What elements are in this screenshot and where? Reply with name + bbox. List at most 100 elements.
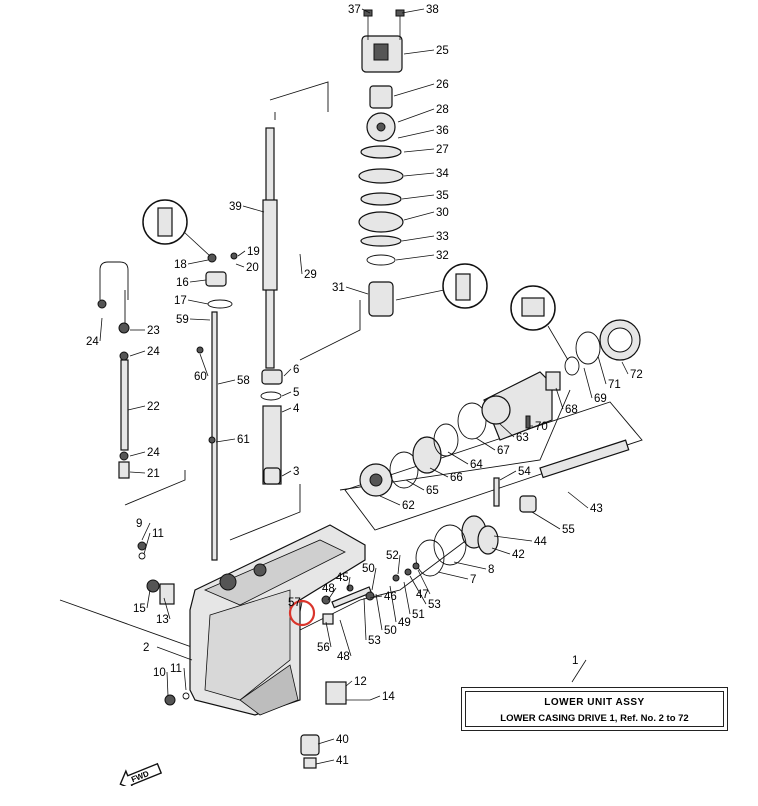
callout-41[interactable]: 41 <box>336 755 349 767</box>
callout-24[interactable]: 24 <box>147 447 160 459</box>
callout-5[interactable]: 5 <box>293 387 299 399</box>
callout-30[interactable]: 30 <box>436 207 449 219</box>
callout-68[interactable]: 68 <box>565 404 578 416</box>
callout-24[interactable]: 24 <box>86 336 99 348</box>
callout-26[interactable]: 26 <box>436 79 449 91</box>
leader-line-14 <box>369 695 381 701</box>
callout-28[interactable]: 28 <box>436 104 449 116</box>
driveshaft-mid <box>262 199 278 291</box>
callout-36[interactable]: 36 <box>436 125 449 137</box>
callout-66[interactable]: 66 <box>450 472 463 484</box>
detail-inset-upper <box>142 199 211 257</box>
title-heading: LOWER UNIT ASSY <box>544 697 645 708</box>
callout-69[interactable]: 69 <box>594 393 607 405</box>
nut-41 <box>303 757 317 769</box>
callout-48[interactable]: 48 <box>322 583 335 595</box>
callout-57[interactable]: 57 <box>288 597 301 609</box>
callout-9[interactable]: 9 <box>136 518 142 530</box>
callout-13[interactable]: 13 <box>156 614 169 626</box>
water-pipe-assembly <box>97 261 130 479</box>
callout-51[interactable]: 51 <box>412 609 425 621</box>
callout-12[interactable]: 12 <box>354 676 367 688</box>
callout-52[interactable]: 52 <box>386 550 399 562</box>
callout-59[interactable]: 59 <box>176 314 189 326</box>
leader-line-16 <box>189 279 207 283</box>
callout-4[interactable]: 4 <box>293 403 300 415</box>
callout-2[interactable]: 2 <box>143 642 149 654</box>
callout-33[interactable]: 33 <box>436 231 449 243</box>
callout-39[interactable]: 39 <box>229 201 242 213</box>
callout-67[interactable]: 67 <box>497 445 510 457</box>
callout-40[interactable]: 40 <box>336 734 349 746</box>
callout-23[interactable]: 23 <box>147 325 160 337</box>
callout-1[interactable]: 1 <box>572 655 578 667</box>
callout-71[interactable]: 71 <box>608 379 621 391</box>
callout-58[interactable]: 58 <box>237 375 250 387</box>
callout-50[interactable]: 50 <box>384 625 397 637</box>
callout-70[interactable]: 70 <box>535 421 548 433</box>
callout-63[interactable]: 63 <box>516 432 529 444</box>
pin-45 <box>346 584 354 592</box>
callout-11[interactable]: 11 <box>170 663 182 675</box>
anode-12 <box>325 681 347 705</box>
callout-25[interactable]: 25 <box>436 45 449 57</box>
callout-10[interactable]: 10 <box>153 667 166 679</box>
callout-15[interactable]: 15 <box>133 603 146 615</box>
leader-line-48 <box>327 587 337 601</box>
callout-32[interactable]: 32 <box>436 250 449 262</box>
callout-56[interactable]: 56 <box>317 642 330 654</box>
leader-line-44 <box>493 535 533 542</box>
callout-31[interactable]: 31 <box>332 282 345 294</box>
title-subheading: LOWER CASING DRIVE 1, Ref. No. 2 to 72 <box>500 713 689 724</box>
callout-46[interactable]: 46 <box>384 591 397 603</box>
callout-50[interactable]: 50 <box>362 563 375 575</box>
callout-29[interactable]: 29 <box>304 269 317 281</box>
leader-line-41 <box>315 759 335 765</box>
leader-line-15 <box>146 589 151 609</box>
callout-24[interactable]: 24 <box>147 346 160 358</box>
callout-27[interactable]: 27 <box>436 144 449 156</box>
callout-53[interactable]: 53 <box>368 635 381 647</box>
callout-14[interactable]: 14 <box>382 691 395 703</box>
callout-6[interactable]: 6 <box>293 364 299 376</box>
leader-line-33 <box>401 235 435 242</box>
casing-port-1 <box>219 573 237 591</box>
callout-62[interactable]: 62 <box>402 500 415 512</box>
callout-45[interactable]: 45 <box>336 572 349 584</box>
callout-34[interactable]: 34 <box>436 168 449 180</box>
callout-7[interactable]: 7 <box>470 574 476 586</box>
pump-case-30 <box>358 211 404 233</box>
callout-22[interactable]: 22 <box>147 401 160 413</box>
leader-line-7 <box>437 571 469 580</box>
callout-61[interactable]: 61 <box>237 434 250 446</box>
callout-38[interactable]: 38 <box>426 4 439 16</box>
callout-11[interactable]: 11 <box>152 528 164 540</box>
callout-49[interactable]: 49 <box>398 617 411 629</box>
callout-55[interactable]: 55 <box>562 524 575 536</box>
callout-3[interactable]: 3 <box>293 466 299 478</box>
callout-20[interactable]: 20 <box>246 262 259 274</box>
callout-48[interactable]: 48 <box>337 651 350 663</box>
highlight-circle[interactable] <box>288 599 316 627</box>
callout-44[interactable]: 44 <box>534 536 547 548</box>
callout-72[interactable]: 72 <box>630 369 643 381</box>
callout-35[interactable]: 35 <box>436 190 449 202</box>
callout-42[interactable]: 42 <box>512 549 525 561</box>
callout-43[interactable]: 43 <box>590 503 603 515</box>
leader-line-50 <box>375 593 383 631</box>
callout-17[interactable]: 17 <box>174 295 187 307</box>
callout-21[interactable]: 21 <box>147 468 160 480</box>
callout-16[interactable]: 16 <box>176 277 189 289</box>
callout-8[interactable]: 8 <box>488 564 494 576</box>
callout-64[interactable]: 64 <box>470 459 483 471</box>
forward-gear-assembly <box>359 319 641 497</box>
callout-37[interactable]: 37 <box>348 4 361 16</box>
gear-42 <box>477 525 499 555</box>
callout-54[interactable]: 54 <box>518 466 531 478</box>
callout-18[interactable]: 18 <box>174 259 187 271</box>
callout-47[interactable]: 47 <box>416 589 429 601</box>
callout-53[interactable]: 53 <box>428 599 441 611</box>
callout-60[interactable]: 60 <box>194 371 207 383</box>
callout-65[interactable]: 65 <box>426 485 439 497</box>
callout-19[interactable]: 19 <box>247 246 260 258</box>
